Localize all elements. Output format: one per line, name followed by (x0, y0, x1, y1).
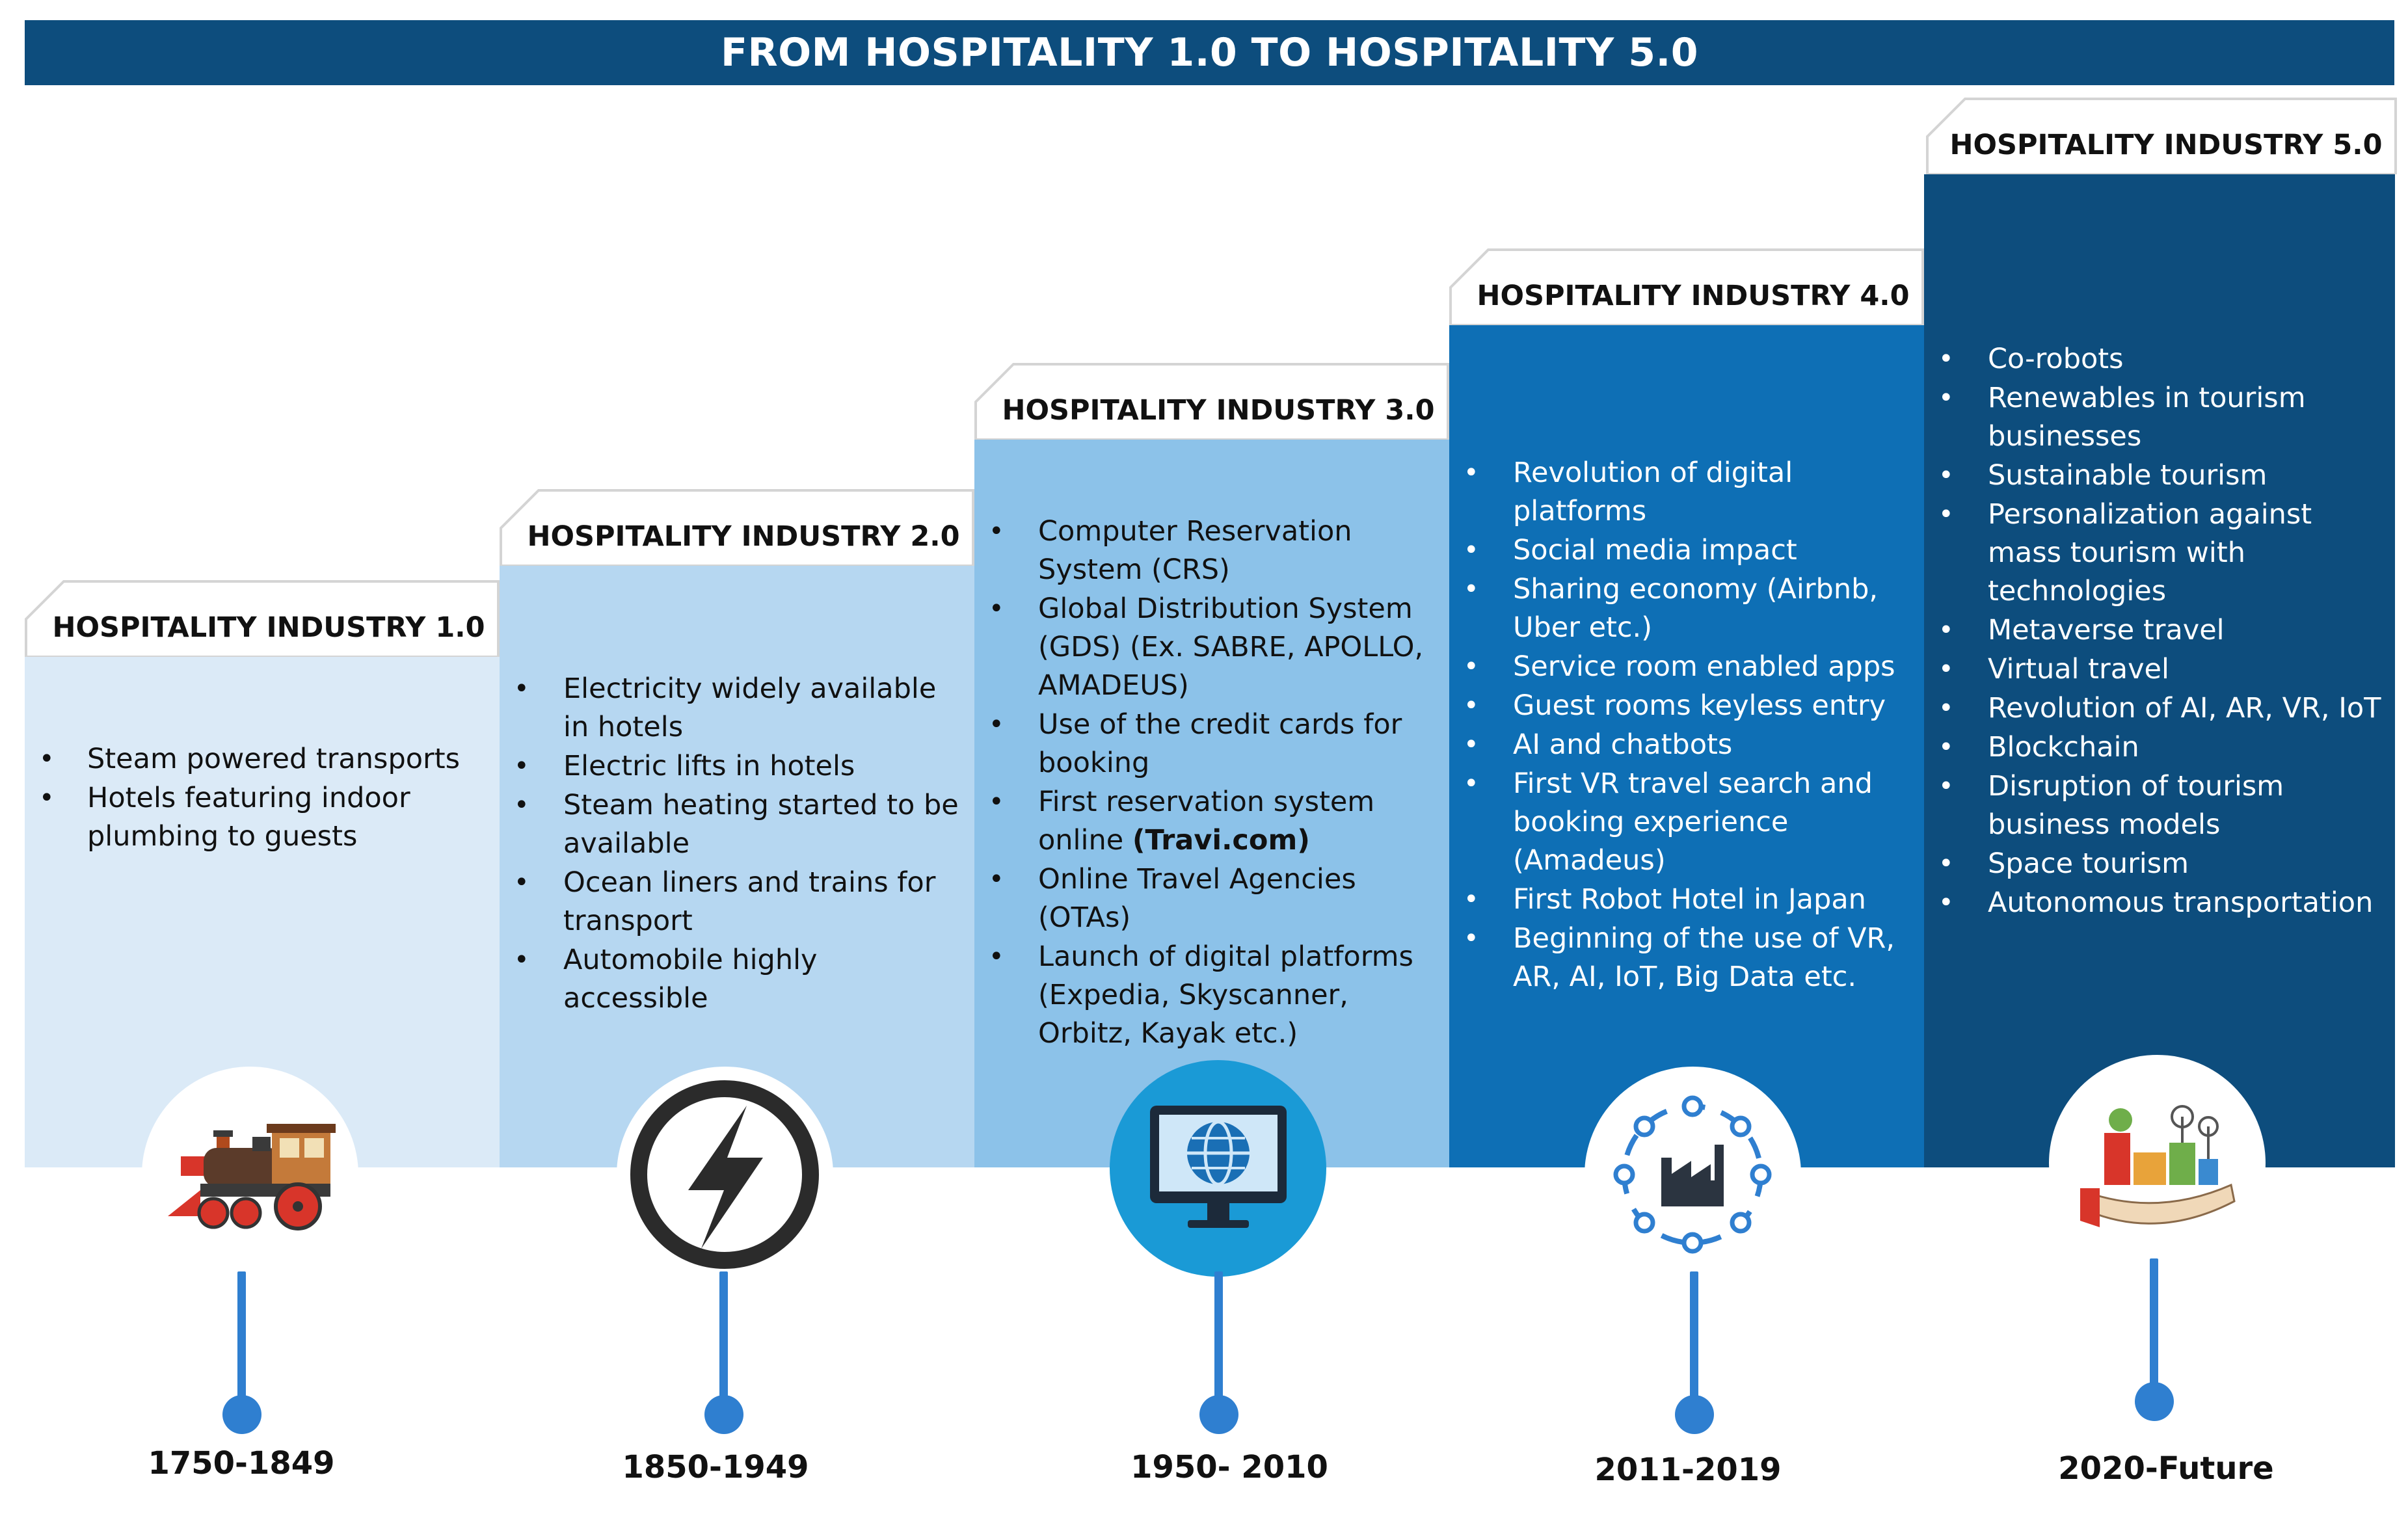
timeline-stem-1 (237, 1271, 246, 1405)
stage-4-title: HOSPITALITY INDUSTRY 4.0 (1477, 280, 1910, 312)
list-item: Launch of digital platforms (Expedia, Sk… (974, 938, 1449, 1053)
list-item: AI and chatbots (1449, 726, 1924, 764)
timeline-dot-3 (1199, 1395, 1238, 1434)
stage-4-panel: Revolution of digital platforms Social m… (1449, 325, 1924, 1167)
list-item: Metaverse travel (1924, 611, 2395, 650)
period-label-2: 1850-1949 (622, 1449, 809, 1485)
stage-2-panel: Electricity widely available in hotels E… (500, 566, 974, 1167)
stage-4-icon-circle (1585, 1067, 1801, 1283)
list-item: Guest rooms keyless entry (1449, 687, 1924, 725)
list-item: Revolution of AI, AR, VR, IoT (1924, 689, 2395, 728)
timeline-stem-4 (1690, 1271, 1698, 1405)
timeline-stem-5 (2150, 1258, 2158, 1389)
list-item: Online Travel Agencies (OTAs) (974, 860, 1449, 937)
period-label-1: 1750-1849 (148, 1445, 335, 1482)
list-item: Revolution of digital platforms (1449, 454, 1924, 531)
sustainability-city-hand-icon (2080, 1105, 2236, 1227)
list-item: Global Distribution System (GDS) (Ex. SA… (974, 590, 1449, 705)
list-item: Hotels featuring indoor plumbing to gues… (25, 779, 500, 856)
list-item: First VR travel search and booking exper… (1449, 765, 1924, 880)
stage-1-icon-circle (142, 1067, 358, 1283)
steam-train-icon (168, 1124, 336, 1230)
list-item: Renewables in tourism businesses (1924, 379, 2395, 456)
period-label-3: 1950- 2010 (1130, 1449, 1328, 1485)
stage-5-panel: Co-robots Renewables in tourism business… (1924, 174, 2395, 1167)
connected-factory-icon (1613, 1095, 1772, 1254)
stage-5-title: HOSPITALITY INDUSTRY 5.0 (1949, 129, 2383, 161)
timeline-dot-2 (704, 1395, 743, 1434)
list-item: Computer Reservation System (CRS) (974, 512, 1449, 589)
list-item: Use of the credit cards for booking (974, 706, 1449, 782)
diagram-title: FROM HOSPITALITY 1.0 TO HOSPITALITY 5.0 (720, 30, 1699, 75)
list-item: First reservation system online (Travi.c… (974, 783, 1449, 860)
timeline-dot-5 (2135, 1382, 2174, 1421)
stage-3-panel: Computer Reservation System (CRS) Global… (974, 440, 1449, 1167)
list-item: First Robot Hotel in Japan (1449, 881, 1924, 919)
list-item: Steam heating started to be available (500, 786, 974, 863)
stage-3-tab (974, 363, 1449, 440)
stage-4-tab (1449, 248, 1924, 325)
timeline-dot-4 (1675, 1395, 1714, 1434)
stage-5-icon-circle (2049, 1055, 2266, 1271)
list-item-text: First reservation system online (1038, 786, 1375, 857)
list-item: Sharing economy (Airbnb, Uber etc.) (1449, 570, 1924, 647)
stage-4-list: Revolution of digital platforms Social m… (1449, 454, 1924, 997)
timeline-stem-2 (719, 1271, 728, 1405)
stage-2-title: HOSPITALITY INDUSTRY 2.0 (527, 520, 960, 553)
timeline-stem-3 (1214, 1271, 1223, 1405)
list-item: Autonomous transportation (1924, 884, 2395, 922)
period-label-5: 2020-Future (2058, 1450, 2274, 1487)
list-item: Sustainable tourism (1924, 457, 2395, 495)
list-item: Social media impact (1449, 531, 1924, 570)
list-item: Automobile highly accessible (500, 941, 974, 1018)
list-item: Beginning of the use of VR, AR, AI, IoT,… (1449, 920, 1924, 996)
computer-globe-icon (1150, 1106, 1287, 1228)
electricity-bolt-icon (630, 1080, 819, 1269)
stage-5-tab (1926, 98, 2397, 174)
timeline-dot-1 (222, 1395, 261, 1434)
list-item: Service room enabled apps (1449, 648, 1924, 686)
stage-1-title: HOSPITALITY INDUSTRY 1.0 (52, 611, 485, 644)
list-item: Co-robots (1924, 340, 2395, 379)
stage-3-title: HOSPITALITY INDUSTRY 3.0 (1002, 394, 1435, 427)
stage-1-tab (25, 580, 500, 657)
list-item: Personalization against mass tourism wit… (1924, 496, 2395, 611)
list-item: Electric lifts in hotels (500, 747, 974, 786)
list-item: Steam powered transports (25, 740, 500, 778)
list-item: Ocean liners and trains for transport (500, 864, 974, 940)
stage-1-panel: Steam powered transports Hotels featurin… (25, 657, 500, 1167)
period-label-4: 2011-2019 (1594, 1452, 1782, 1488)
list-item: Space tourism (1924, 845, 2395, 883)
stage-2-list: Electricity widely available in hotels E… (500, 670, 974, 1018)
list-item-bold-text: (Travi.com) (1132, 824, 1310, 857)
title-banner: FROM HOSPITALITY 1.0 TO HOSPITALITY 5.0 (25, 20, 2394, 85)
stage-3-icon-circle (1110, 1060, 1326, 1277)
list-item: Virtual travel (1924, 650, 2395, 689)
list-item: Electricity widely available in hotels (500, 670, 974, 747)
stage-3-list: Computer Reservation System (CRS) Global… (974, 512, 1449, 1054)
list-item: Disruption of tourism business models (1924, 767, 2395, 844)
list-item: Blockchain (1924, 728, 2395, 767)
stage-2-tab (500, 489, 974, 566)
stage-1-list: Steam powered transports Hotels featurin… (25, 740, 500, 857)
stage-5-list: Co-robots Renewables in tourism business… (1924, 340, 2395, 923)
stage-2-icon-circle (617, 1067, 833, 1283)
